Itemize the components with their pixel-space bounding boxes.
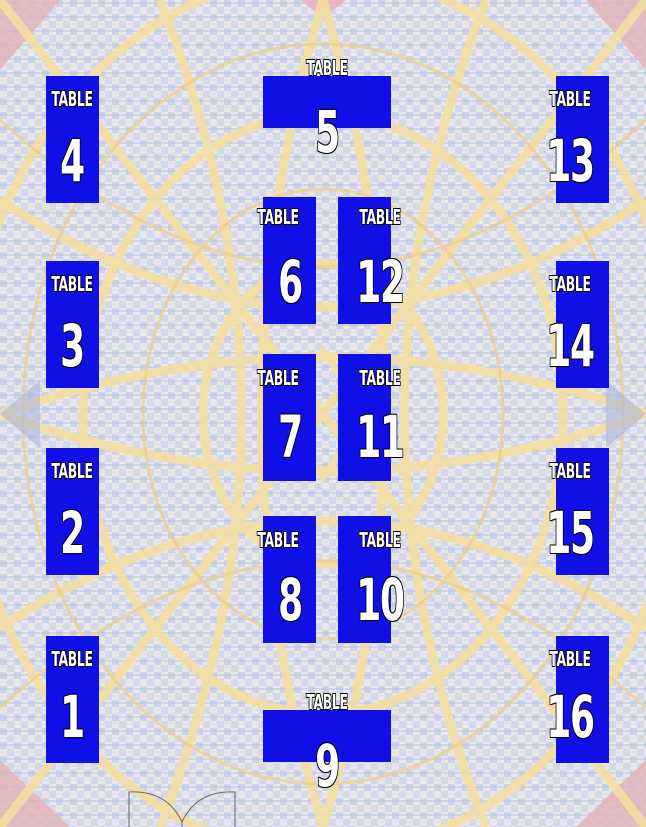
table-10-number: 10 — [355, 570, 405, 630]
table-12-number: 12 — [355, 252, 405, 312]
table-13-number: 13 — [545, 131, 595, 191]
table-5-number: 5 — [302, 102, 352, 162]
table-7-number: 7 — [265, 407, 315, 467]
table-3-label: TABLE — [47, 272, 97, 296]
table-2-label: TABLE — [47, 459, 97, 483]
table-1-number: 1 — [47, 687, 97, 747]
table-13-label: TABLE — [545, 87, 595, 111]
table-15-number: 15 — [545, 503, 595, 563]
table-3-number: 3 — [47, 316, 97, 376]
table-2-number: 2 — [47, 503, 97, 563]
table-9-number: 9 — [302, 736, 352, 796]
table-4-label: TABLE — [47, 87, 97, 111]
table-7-label: TABLE — [253, 366, 303, 390]
table-14-number: 14 — [545, 316, 595, 376]
table-11-number: 11 — [355, 407, 405, 467]
table-8-label: TABLE — [253, 528, 303, 552]
table-6-label: TABLE — [253, 205, 303, 229]
logo-outline — [127, 782, 237, 827]
table-14-label: TABLE — [545, 272, 595, 296]
table-16-number: 16 — [545, 687, 595, 747]
table-5-label: TABLE — [302, 56, 352, 80]
table-8-number: 8 — [265, 570, 315, 630]
table-11-label: TABLE — [355, 366, 405, 390]
table-12-label: TABLE — [355, 205, 405, 229]
table-1-label: TABLE — [47, 647, 97, 671]
table-4-number: 4 — [47, 131, 97, 191]
table-6-number: 6 — [265, 252, 315, 312]
table-9-label: TABLE — [302, 690, 352, 714]
table-16-label: TABLE — [545, 647, 595, 671]
table-15-label: TABLE — [545, 459, 595, 483]
table-10-label: TABLE — [355, 528, 405, 552]
